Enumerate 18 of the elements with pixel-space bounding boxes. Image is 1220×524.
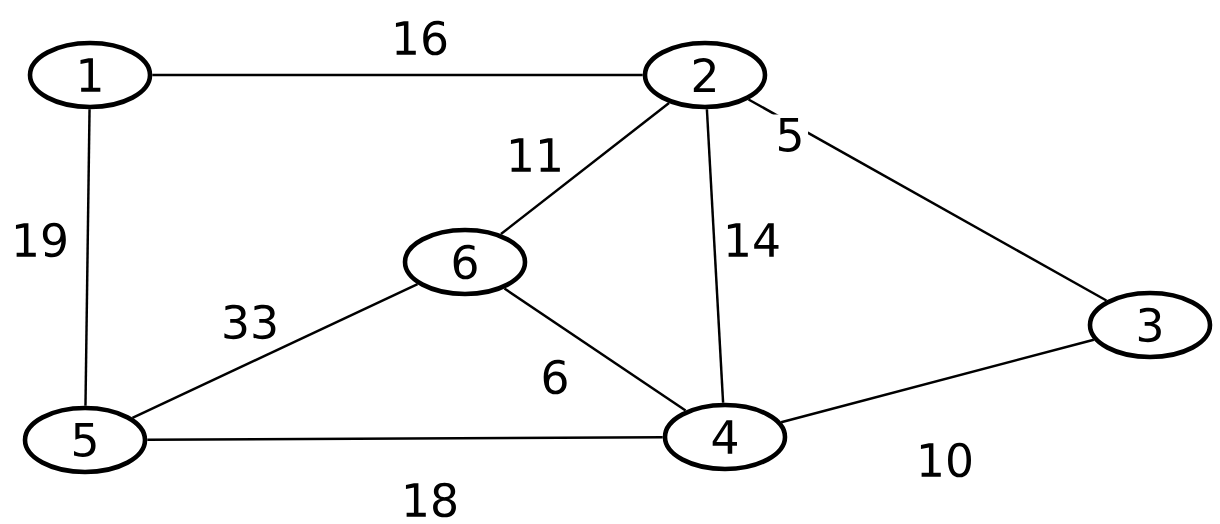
edge-line: [747, 98, 1107, 302]
edge-line: [152, 73, 643, 77]
edge-line: [147, 436, 663, 441]
edge-label: 19: [7, 219, 73, 261]
edge-label: 5: [771, 114, 809, 156]
edge-line: [84, 109, 91, 406]
edge-line: [131, 283, 419, 419]
edge-label: 18: [397, 479, 463, 521]
edge-label: 14: [719, 219, 785, 261]
edge-line: [503, 287, 687, 412]
edge-label: 11: [502, 134, 568, 176]
edge-line: [500, 102, 670, 235]
edge-line: [705, 109, 725, 403]
edge-label: 16: [387, 17, 453, 59]
edge-label: 33: [217, 301, 283, 343]
edge-label: 10: [912, 439, 978, 481]
edge-label: 6: [536, 356, 574, 398]
edge-line: [780, 338, 1095, 424]
